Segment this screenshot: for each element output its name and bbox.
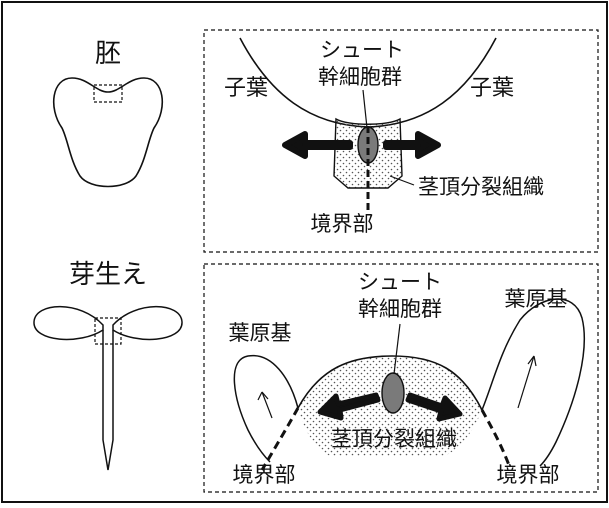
outer-frame xyxy=(2,2,607,502)
bottom-boundary-right-label: 境界部 xyxy=(497,463,560,487)
top-stem-cell-pointer xyxy=(363,90,367,128)
bottom-stem-cell-cluster xyxy=(382,373,404,413)
right-primordium-growth-arrow xyxy=(518,356,534,408)
top-cotyledon-left-label: 子葉 xyxy=(224,76,268,101)
bottom-boundary-left-label: 境界部 xyxy=(233,463,296,487)
left-primordium-growth-arrow xyxy=(262,392,272,418)
seedling-cotyledon-right xyxy=(113,307,182,340)
top-stem-cell-label: 幹細胞群 xyxy=(318,65,402,89)
top-cotyledon-right-label: 子葉 xyxy=(470,76,514,101)
top-meristem-label: 茎頂分裂組織 xyxy=(418,175,544,199)
bottom-stem-cell-label: 幹細胞群 xyxy=(358,297,442,321)
bottom-leaf-primordium-right-label: 葉原基 xyxy=(505,287,568,311)
top-shoot-label: シュート xyxy=(320,38,404,62)
top-boundary-label: 境界部 xyxy=(311,212,374,236)
embryo-illustration: 胚 xyxy=(54,39,163,187)
bottom-boundary-right xyxy=(482,410,510,468)
seedling-label: 芽生え xyxy=(69,260,147,290)
right-leaf-primordium xyxy=(482,299,584,466)
top-panel: シュート 幹細胞群 子葉 子葉 茎頂分裂組織 境界部 xyxy=(204,30,598,252)
left-leaf-primordium xyxy=(234,356,298,462)
bottom-boundary-left xyxy=(262,408,298,470)
embryo-label: 胚 xyxy=(95,39,121,69)
bottom-panel: シュート 幹細胞群 葉原基 葉原基 茎頂分裂組織 境界部 境界部 xyxy=(204,264,598,492)
bottom-shoot-label: シュート xyxy=(358,270,442,294)
seedling-cotyledon-left xyxy=(34,307,103,340)
seedling-illustration: 芽生え xyxy=(34,260,182,470)
bottom-leaf-primordium-left-label: 葉原基 xyxy=(229,321,292,345)
bottom-meristem-label: 茎頂分裂組織 xyxy=(331,427,457,451)
embryo-outline xyxy=(54,78,163,187)
embryo-zoom-box xyxy=(94,85,122,102)
seedling-stem xyxy=(103,330,113,470)
